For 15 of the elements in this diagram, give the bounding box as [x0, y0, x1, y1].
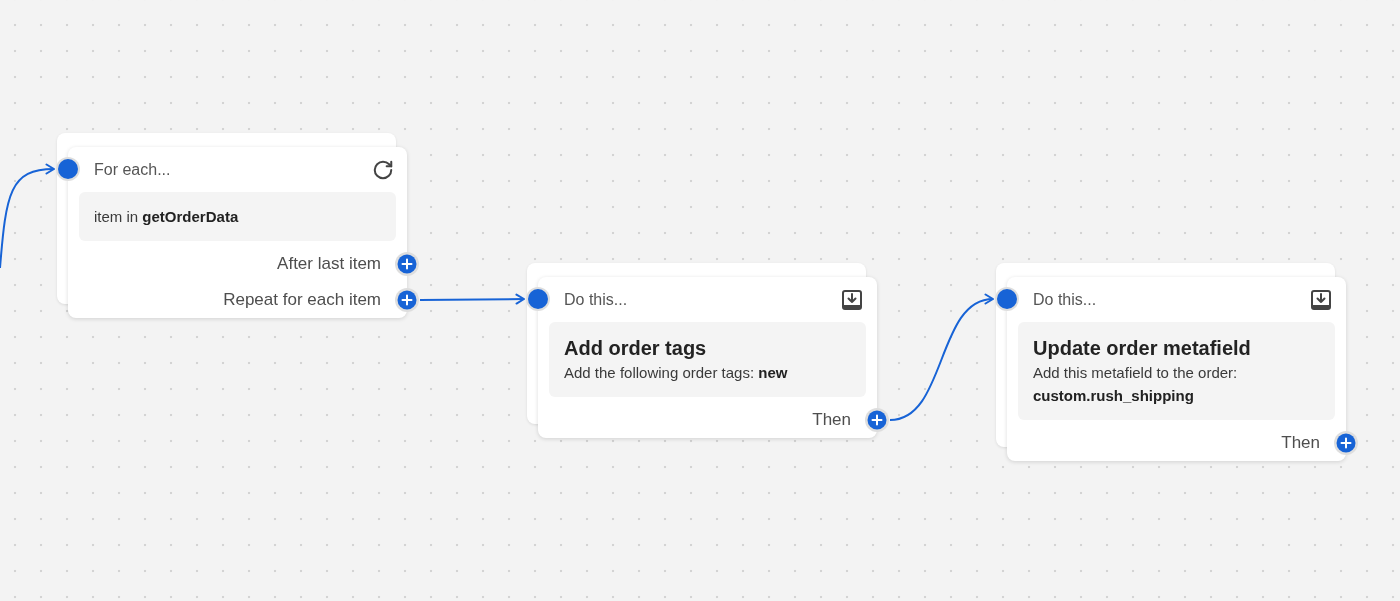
connector-arrow [419, 293, 525, 305]
port-label: Repeat for each item [223, 289, 381, 312]
panel-text: item in getOrderData [94, 207, 240, 227]
panel-title: Update order metafield [1033, 336, 1252, 361]
connector-arrow [0, 163, 55, 269]
card-heading: For each... [94, 159, 171, 180]
card-heading: Do this... [1033, 289, 1097, 310]
panel-text: Add this metafield to the order: custom.rush_shipping [1033, 363, 1239, 406]
panel-text: Add the following order tags: new [564, 363, 789, 383]
card-heading: Do this... [564, 289, 628, 310]
panel-title: Add order tags [564, 336, 708, 361]
port-label: Then [812, 409, 851, 432]
port-label: Then [1281, 432, 1320, 455]
connector-arrow [889, 294, 994, 421]
port-label: After last item [277, 253, 381, 276]
